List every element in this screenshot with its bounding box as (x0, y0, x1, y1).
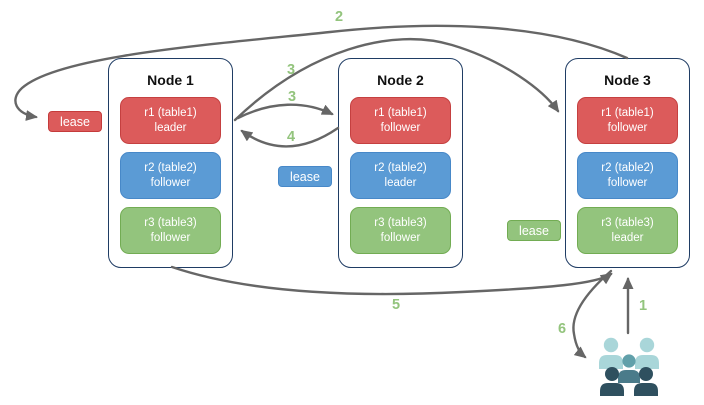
replica-role: follower (380, 121, 421, 134)
node-3-replica-r3: r3 (table3) leader (577, 207, 678, 254)
replica-name: r2 (table2) (144, 161, 197, 174)
replica-role: follower (150, 231, 191, 244)
replica-name: r2 (table2) (601, 161, 654, 174)
replica-name: r3 (table3) (144, 216, 197, 229)
node-2-title: Node 2 (377, 72, 424, 88)
replica-name: r3 (table3) (374, 216, 427, 229)
replica-role: leader (611, 231, 644, 244)
node-2-replica-r2: r2 (table2) leader (350, 152, 451, 199)
replica-name: r3 (table3) (601, 216, 654, 229)
node-3-title: Node 3 (604, 72, 651, 88)
arrow-step-6 (572, 269, 613, 359)
replica-role: follower (380, 231, 421, 244)
step-label-2: 2 (334, 9, 344, 25)
node-1-replica-r2: r2 (table2) follower (120, 152, 221, 199)
step-label-4: 4 (286, 129, 296, 145)
replica-name: r1 (table1) (144, 106, 197, 119)
node-3-replica-r2: r2 (table2) follower (577, 152, 678, 199)
node-2-replica-r3: r3 (table3) follower (350, 207, 451, 254)
node-3: Node 3 r1 (table1) follower r2 (table2) … (565, 58, 690, 268)
node-1-replica-r1: r1 (table1) leader (120, 97, 221, 144)
node-1-replica-r3: r3 (table3) follower (120, 207, 221, 254)
replica-role: leader (154, 121, 187, 134)
replica-role: follower (607, 121, 648, 134)
lease-badge-table2: lease (278, 166, 332, 187)
node-3-replica-r1: r1 (table1) follower (577, 97, 678, 144)
node-1: Node 1 r1 (table1) leader r2 (table2) fo… (108, 58, 233, 268)
replica-name: r1 (table1) (601, 106, 654, 119)
replica-role: leader (384, 176, 417, 189)
replica-role: follower (607, 176, 648, 189)
replica-name: r1 (table1) (374, 106, 427, 119)
step-label-3b: 3 (287, 89, 297, 105)
node-2: Node 2 r1 (table1) follower r2 (table2) … (338, 58, 463, 268)
step-label-5: 5 (391, 297, 401, 313)
lease-badge-table1: lease (48, 111, 102, 132)
lease-badge-table3: lease (507, 220, 561, 241)
arrow-step-5 (170, 265, 613, 296)
arrow-step-3-to-node2 (236, 103, 334, 120)
replica-role: follower (150, 176, 191, 189)
users-group-icon (599, 337, 659, 396)
step-label-3a: 3 (286, 62, 296, 78)
replica-name: r2 (table2) (374, 161, 427, 174)
node-2-replica-r1: r1 (table1) follower (350, 97, 451, 144)
step-label-6: 6 (557, 321, 567, 337)
node-1-title: Node 1 (147, 72, 194, 88)
step-label-1: 1 (638, 298, 648, 314)
